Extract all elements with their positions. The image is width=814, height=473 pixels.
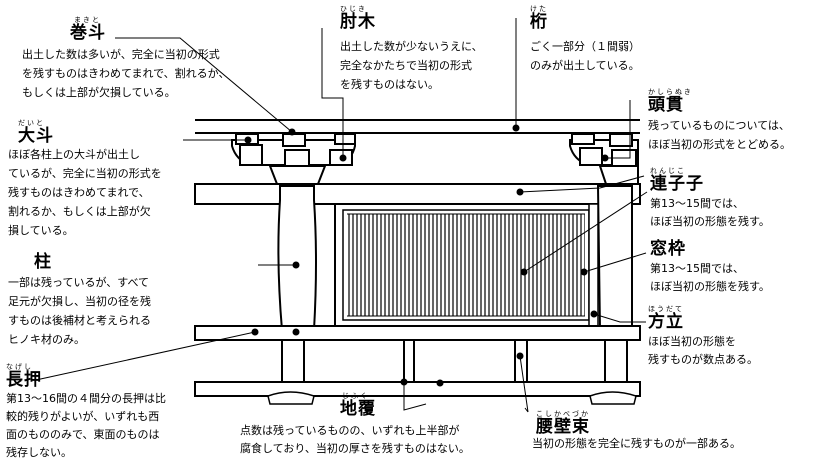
kashiranuki-reading: かしらぬき [648, 88, 693, 96]
label-renjiko: れんじこ 連子子 第13〜15間では、 ほぼ当初の形態を残す。 [650, 167, 770, 231]
label-hashira: 柱 一部は残っているが、すべて 足元が欠損し、当初の径を残 すものは後補材と考え… [8, 253, 151, 349]
column-left [277, 185, 317, 331]
label-koshikabezuka: こしかべづか 腰壁束 当初の形態を完全に残すものが一部ある。 [532, 410, 741, 452]
nageshi-desc: 第13〜16間の４間分の長押は比 較的残りがよいが、いずれも西 面のもののみで、… [6, 392, 166, 459]
reference-dots [244, 124, 609, 387]
kashiranuki-beam [194, 183, 641, 205]
label-madowaku: 窓枠 第13〜15間では、 ほぼ当初の形態を残す。 [650, 240, 770, 296]
hijiki-reading: ひじき [340, 5, 367, 13]
renjiko-lattice [347, 213, 585, 317]
madowaku-desc: 第13〜15間では、 ほぼ当初の形態を残す。 [650, 262, 770, 293]
daito-reading: だいと [18, 119, 45, 127]
renjiko-desc: 第13〜15間では、 ほぼ当初の形態を残す。 [650, 197, 770, 228]
hashira-title: 柱 [34, 252, 52, 272]
koshikabezuka-title: 腰壁束 [536, 417, 590, 437]
renjiko-reading: れんじこ [650, 167, 686, 175]
leader-lines [35, 18, 648, 413]
keta-desc: ごく一部分（１間弱） のみが出土している。 [530, 40, 640, 72]
jifuku-desc: 点数は残っているものの、いずれも上半部が 腐食しており、当初の厚さを残すものはな… [240, 424, 470, 455]
keta-beam [195, 119, 640, 134]
label-hijiki: ひじき 肘木 出土した数が少ないうえに、 完全なかたちで当初の形式 を残すものは… [340, 5, 483, 94]
label-jifuku: じふく 地覆 点数は残っているものの、いずれも上半部が 腐食しており、当初の厚さ… [240, 392, 470, 458]
nageshi-reading: なげし [6, 363, 33, 371]
label-makito: まきと 巻斗 出土した数は多いが、完全に当初の形式 を残すものはきわめてまれで、… [22, 16, 229, 102]
hodate-desc: ほぼ当初の形態を 残すものが数点ある。 [648, 335, 758, 366]
hashira-desc: 一部は残っているが、すべて 足元が欠損し、当初の径を残 すものは後補材と考えられ… [8, 276, 151, 346]
column-right [596, 185, 633, 331]
renjiko-title: 連子子 [650, 174, 704, 194]
hijiki-desc: 出土した数が少ないうえに、 完全なかたちで当初の形式 を残すものはない。 [340, 40, 483, 91]
koshikabezuka-reading: こしかべづか [536, 410, 590, 418]
koshikabezuka-posts [281, 339, 628, 383]
jifuku-title: 地覆 [340, 399, 376, 419]
keta-title: 桁 [530, 12, 548, 32]
bracket-set-right [569, 133, 639, 185]
label-kashiranuki: かしらぬき 頭貫 残っているものについては、 ほぼ当初の形式をとどめる。 [648, 88, 791, 154]
hodate-title: 方立 [648, 312, 684, 332]
jifuku-reading: じふく [342, 392, 369, 400]
hodate-reading: ほうだて [648, 305, 684, 313]
keta-reading: けた [530, 5, 548, 13]
daito-desc: ほぼ各柱上の大斗が出土し ているが、完全に当初の形式を 残すものはきわめてまれで… [8, 148, 162, 237]
label-hodate: ほうだて 方立 ほぼ当初の形態を 残すものが数点ある。 [648, 305, 758, 369]
madowaku-title: 窓枠 [650, 239, 686, 259]
label-keta: けた 桁 ごく一部分（１間弱） のみが出土している。 [530, 5, 640, 75]
foundation-stones [267, 391, 637, 405]
jifuku-beam [194, 381, 641, 397]
bracket-set-left [231, 133, 356, 185]
label-nageshi: なげし 長押 第13〜16間の４間分の長押は比 較的残りがよいが、いずれも西 面… [6, 363, 166, 462]
makito-title: 巻斗 [70, 23, 106, 43]
koshikabezuka-desc: 当初の形態を完全に残すものが一部ある。 [532, 437, 741, 450]
kashiranuki-title: 頭貫 [648, 95, 684, 115]
hijiki-title: 肘木 [340, 12, 376, 32]
kashiranuki-desc: 残っているものについては、 ほぼ当初の形式をとどめる。 [648, 119, 791, 151]
nageshi-title: 長押 [6, 370, 42, 390]
nageshi-beam [194, 325, 641, 341]
label-daito: だいと 大斗 ほぼ各柱上の大斗が出土し ているが、完全に当初の形式を 残すものは… [8, 119, 162, 240]
makito-desc: 出土した数は多いが、完全に当初の形式 を残すものはきわめてまれで、割れるか、 も… [22, 48, 230, 99]
hodate-post [588, 203, 599, 327]
makito-reading: まきと [74, 16, 101, 24]
daito-title: 大斗 [18, 126, 54, 146]
